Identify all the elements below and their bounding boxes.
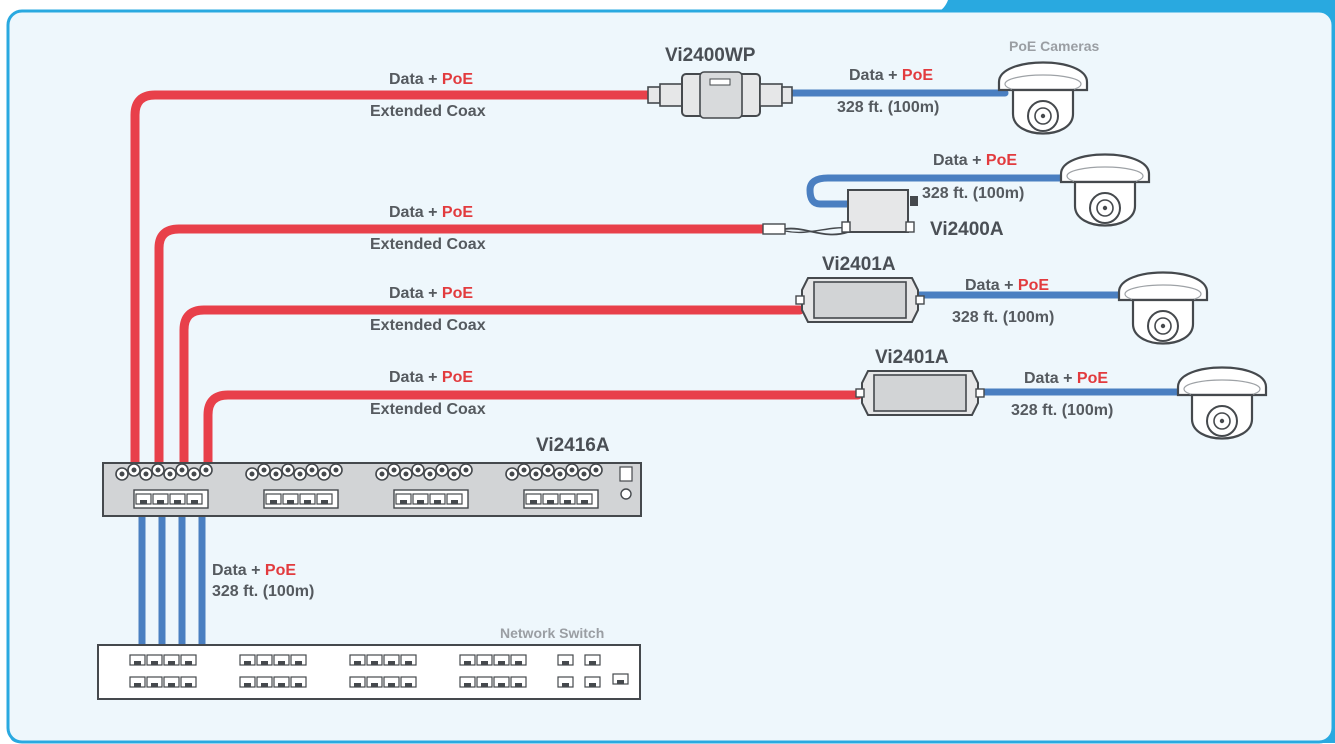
poe-cameras-label: PoE Cameras [1009,38,1100,54]
data-text: Data + [389,204,442,221]
distance-label-2: 328 ft. (100m) [922,185,1025,202]
data-text: Data + [1024,370,1077,387]
distance-label-switch: 328 ft. (100m) [212,583,315,600]
distance-label-4: 328 ft. (100m) [1011,402,1114,419]
poe-text: PoE [264,562,297,579]
poe-text: PoE [441,285,474,302]
vi2401a-label-bottom: Vi2401A [875,347,949,368]
vi2416a-label: Vi2416A [536,435,610,456]
ethernet-link-label-1: Data + PoE [849,68,933,84]
coax-link-label-1: Data + PoE [389,72,473,88]
data-text: Data + [965,277,1018,294]
vi2401a-device-2 [855,370,985,416]
poe-text: PoE [985,152,1018,169]
coax-cable-2 [154,224,768,475]
poe-text: PoE [441,71,474,88]
vi2400a-label: Vi2400A [930,219,1004,240]
extended-coax-label-1: Extended Coax [370,103,486,120]
coax-link-label-2: Data + PoE [389,205,473,221]
data-text: Data + [849,67,902,84]
coax-cable-1 [130,90,653,475]
data-text: Data + [212,562,265,579]
coax-link-label-4: Data + PoE [389,370,473,386]
coax-cable-4 [203,390,863,475]
vi2400a-device [762,189,918,236]
vi2401a-device-1 [795,277,925,323]
data-text: Data + [933,152,986,169]
poe-text: PoE [441,204,474,221]
vi2400wp-label: Vi2400WP [665,45,756,66]
data-text: Data + [389,369,442,386]
data-text: Data + [389,71,442,88]
extended-coax-label-3: Extended Coax [370,317,486,334]
extended-coax-label-2: Extended Coax [370,236,486,253]
ethernet-link-label-2: Data + PoE [933,153,1017,169]
ethernet-cables [138,89,1189,664]
poe-text: PoE [441,369,474,386]
poe-text: PoE [1076,370,1109,387]
coax-cables [130,90,863,475]
ethernet-vi2400a-camera [806,174,1072,208]
poe-text: PoE [1017,277,1050,294]
ethernet-link-label-switch: Data + PoE [212,563,296,579]
distance-label-3: 328 ft. (100m) [952,309,1055,326]
vi2416a-rack-unit [102,462,642,517]
extended-coax-label-4: Extended Coax [370,401,486,418]
network-switch-icon [97,644,641,700]
distance-label-1: 328 ft. (100m) [837,99,940,116]
coax-link-label-3: Data + PoE [389,286,473,302]
ethernet-link-label-4: Data + PoE [1024,371,1108,387]
ethernet-link-label-3: Data + PoE [965,278,1049,294]
network-switch-label: Network Switch [500,625,605,641]
vi2401a-label-top: Vi2401A [822,254,896,275]
poe-text: PoE [901,67,934,84]
data-text: Data + [389,285,442,302]
coax-cable-3 [179,305,805,475]
vi2400wp-device [647,71,793,119]
diagram-panel [6,9,1335,744]
